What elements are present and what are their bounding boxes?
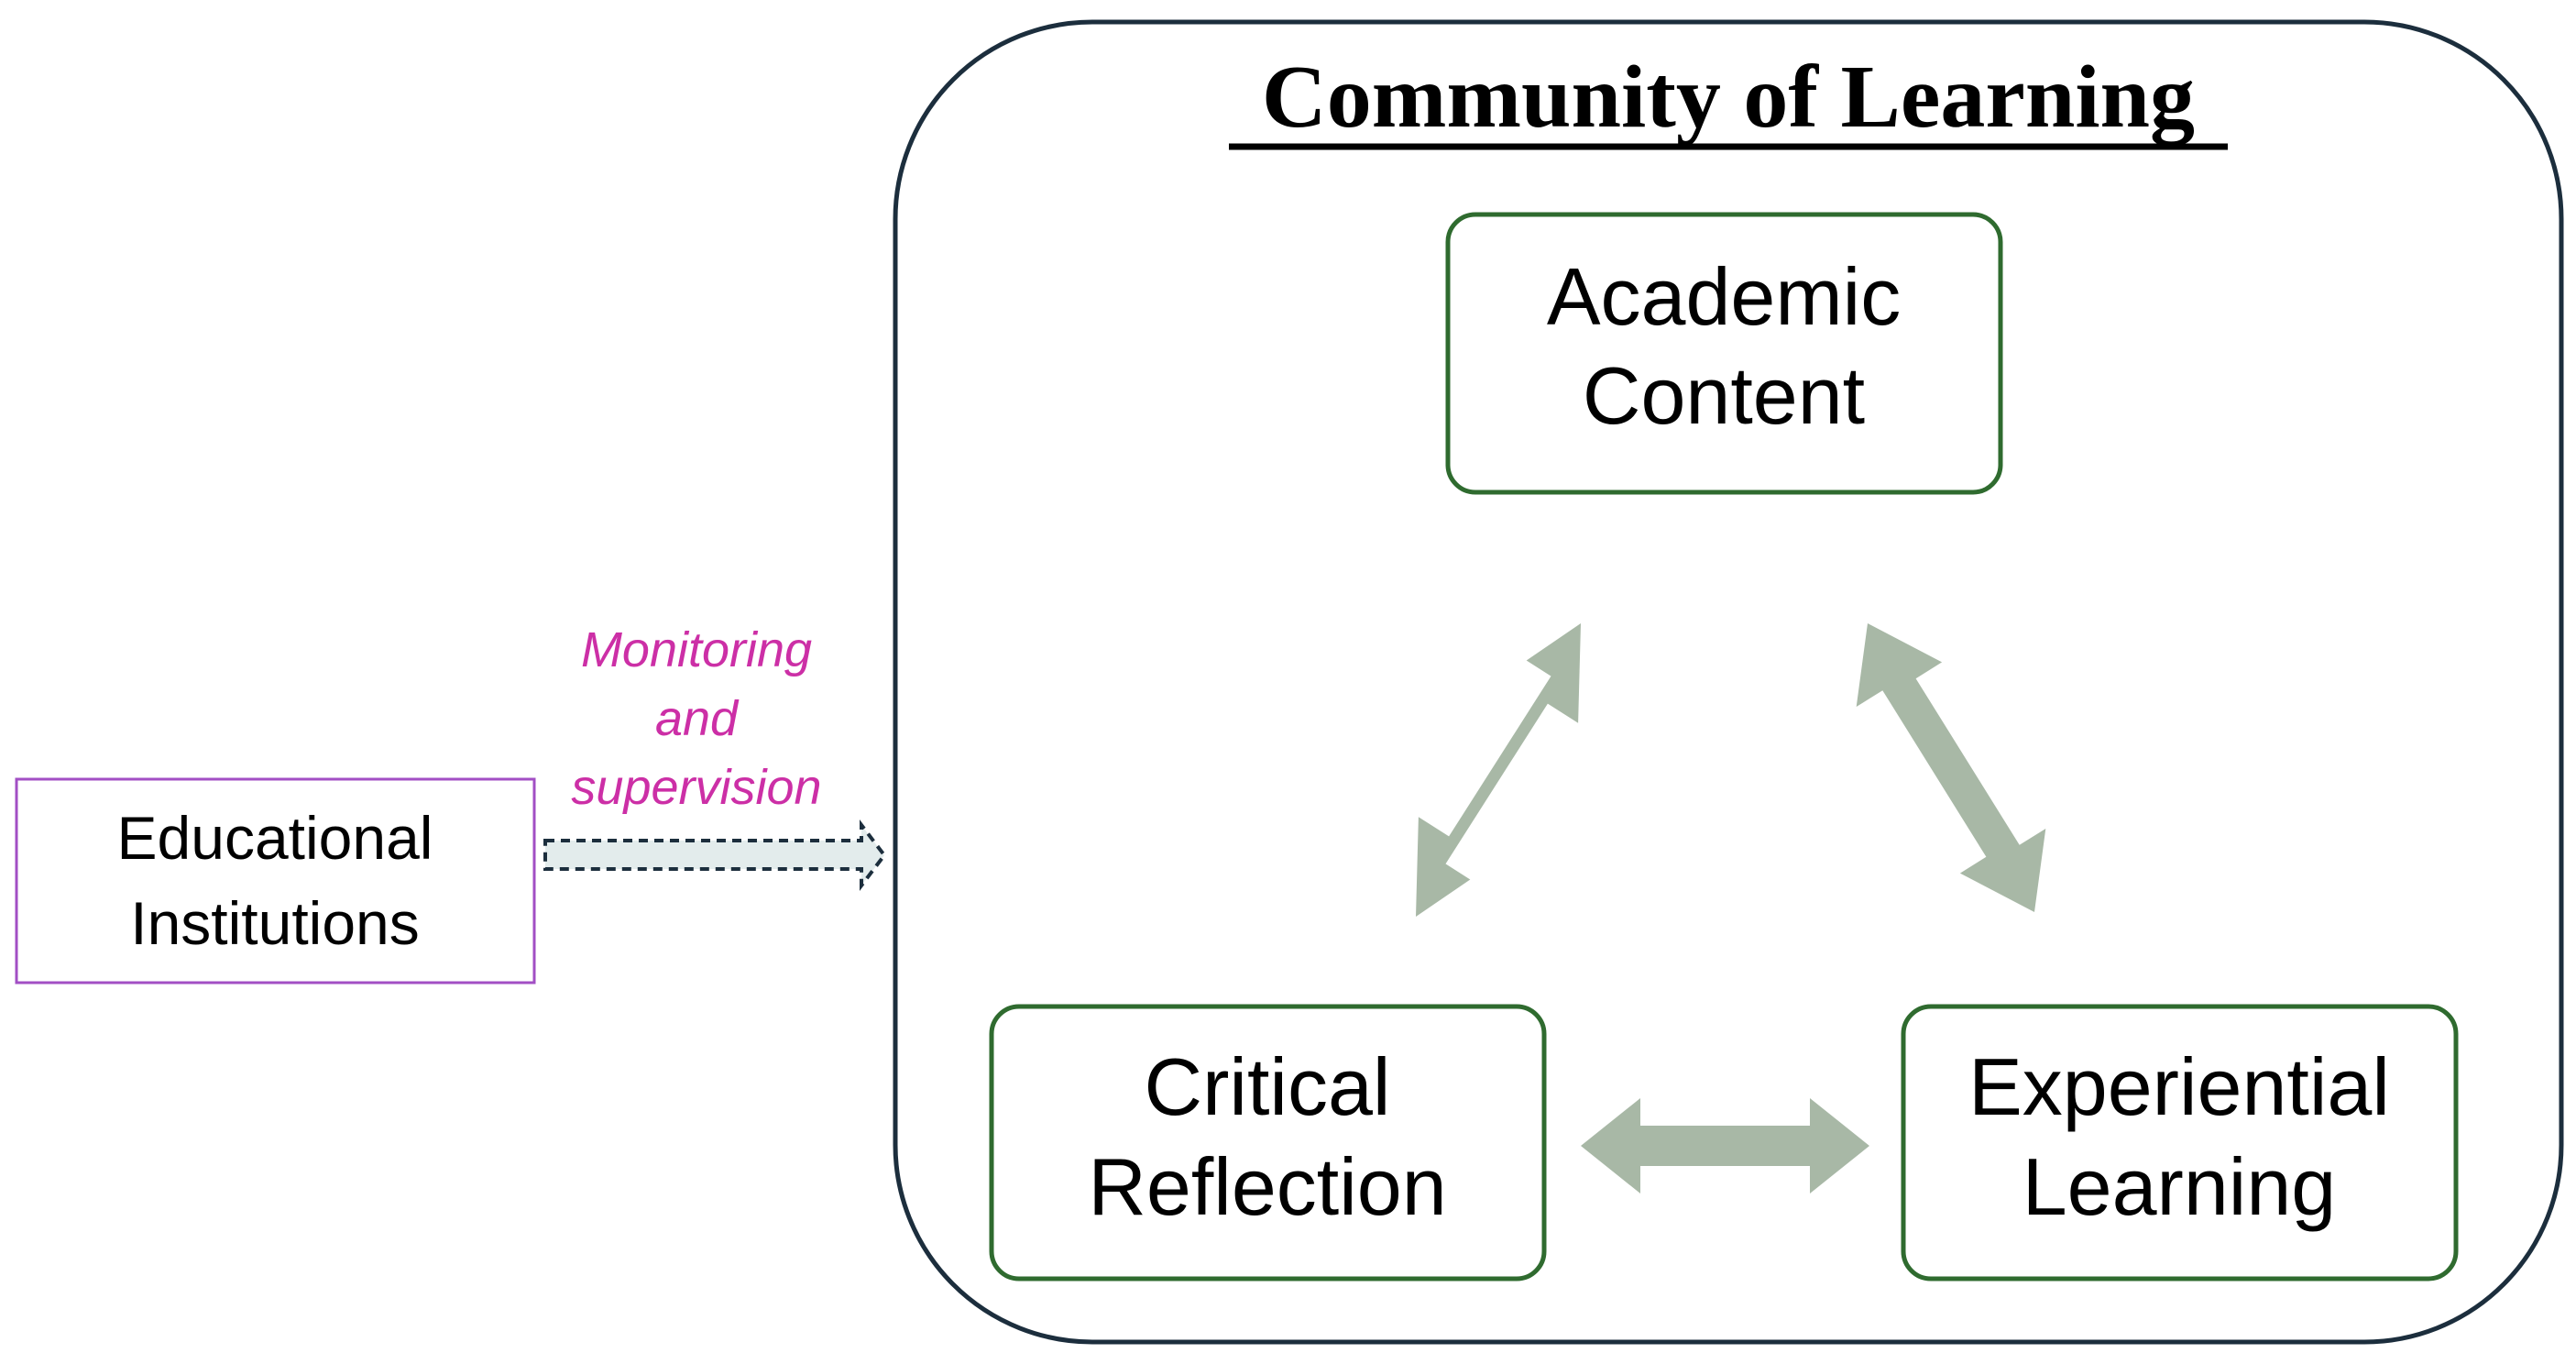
- monitoring-label-line2: and: [655, 691, 740, 746]
- educational-institutions-box: [15, 777, 536, 984]
- educational-institutions-label-line2: Institutions: [130, 889, 420, 957]
- academic-content-label-line1: Academic: [1547, 251, 1901, 342]
- experiential-learning-label-line1: Experiential: [1968, 1041, 2390, 1132]
- monitoring-dashed-arrow: [543, 820, 887, 891]
- double-arrow-academic-experiential: [1856, 623, 2046, 912]
- monitoring-label-line3: supervision: [571, 760, 821, 815]
- double-arrow-critical-experiential: [1581, 1098, 1869, 1194]
- diagram-title: Community of Learning: [1262, 48, 2195, 147]
- critical-reflection-label-line2: Reflection: [1088, 1141, 1446, 1232]
- experiential-learning-box: [1901, 1004, 2459, 1282]
- academic-content-label-line2: Content: [1583, 350, 1865, 441]
- monitoring-label-line1: Monitoring: [581, 622, 812, 677]
- double-arrow-critical-academic: [1416, 623, 1581, 917]
- critical-reflection-label-line1: Critical: [1145, 1041, 1391, 1132]
- educational-institutions-label-line1: Educational: [117, 804, 433, 872]
- experiential-learning-label-line2: Learning: [2022, 1141, 2337, 1232]
- critical-reflection-box: [989, 1004, 1547, 1282]
- academic-content-box: [1445, 212, 2003, 495]
